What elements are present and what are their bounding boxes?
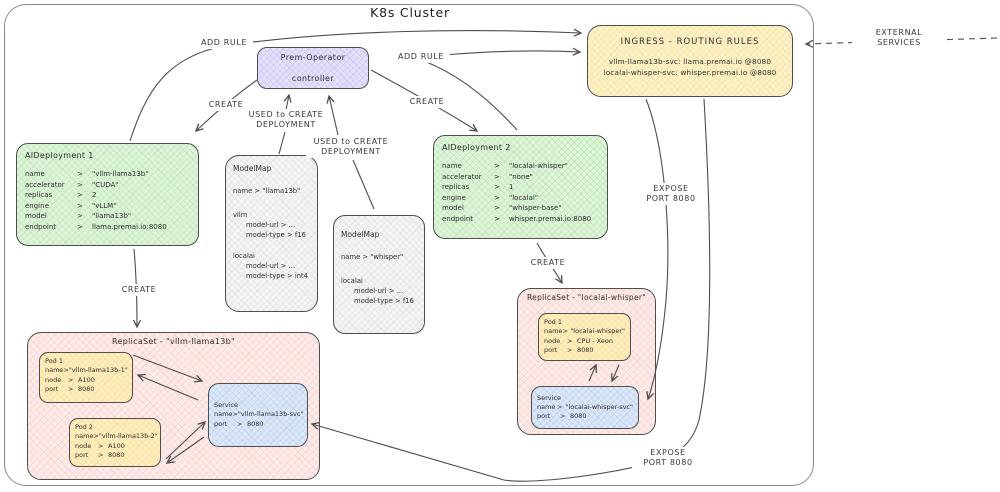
property-row: endpoint>llama.premai.io:8080 [25, 222, 167, 231]
ingress-title: INGRESS - ROUTING RULES [620, 37, 760, 47]
aideployment-2-box: AIDeployment 2 name>"localai-whisper" ac… [433, 135, 608, 239]
label-expose-port-1: EXPOSE PORT 8080 [637, 183, 705, 205]
section-line: model-type > f16 [354, 297, 414, 305]
prem-operator-box: Prem-Operator controller [257, 47, 369, 89]
property-row: node>A100 [75, 441, 125, 450]
section-line: model-type > f16 [246, 231, 306, 239]
section-header: vllm [233, 211, 248, 219]
label-expose-port-2: EXPOSE PORT 8080 [632, 447, 704, 469]
ingress-rule-1: vllm-llama13b-svc: llama.premai.io @8080 [608, 57, 772, 66]
aideployment-1-title: AIDeployment 1 [25, 151, 94, 160]
modelmap-name-line: name > "whisper" [341, 253, 404, 261]
property-row: model>"llama13b" [25, 212, 132, 220]
label-create-rs2: CREATE [524, 257, 572, 269]
label-used-to-create-2: USED to CREATE DEPLOYMENT [306, 136, 396, 158]
property-row: port>8080 [75, 450, 125, 459]
modelmap-llama-box: ModelMap name > "llama13b" vllm model-ur… [225, 155, 318, 312]
modelmap-whisper-box: ModelMap name > "whisper" localai model-… [333, 215, 425, 334]
modelmap-section: localai model-url > ... model-type > f16 [341, 276, 417, 306]
service-vllm-box: Service name>"vllm-llama13b-svc" port>80… [208, 383, 308, 447]
property-row: name>"vllm-llama13b-2" [75, 432, 158, 441]
modelmap-title: ModelMap [341, 230, 380, 239]
property-row: accelerator>"none" [442, 172, 533, 181]
property-row: replicas>2 [25, 191, 97, 199]
diagram-title: K8s Cluster [370, 5, 450, 20]
section-line: model-url > ... [246, 262, 296, 270]
property-row: name>"localai-whisper" [442, 162, 568, 170]
service-localai-box: Service name>"localai-whisper-svc" port>… [531, 386, 639, 429]
property-row: name>"vllm-llama13b-svc" [214, 410, 304, 419]
pod-vllm-2-box: Pod 2 name>"vllm-llama13b-2" node>A100 p… [69, 418, 161, 467]
section-header: localai [341, 277, 363, 285]
replicaset-vllm-title: ReplicaSet - "vllm-llama13b" [112, 337, 235, 346]
property-row: replicas>1 [442, 183, 514, 191]
modelmap-name-line: name > "llama13b" [233, 187, 301, 195]
pod-vllm-1-box: Pod 1 name>"vllm-llama13b-1" node>A100 p… [39, 352, 133, 403]
property-row: port>8080 [45, 384, 95, 393]
pod-title: Pod 1 [544, 318, 562, 326]
pod-title: Pod 2 [75, 423, 93, 431]
ingress-rule-2: localai-whisper-svc: whisper.premai.io @… [603, 68, 777, 77]
label-external-services: EXTERNAL SERVICES [852, 27, 946, 49]
modelmap-section: vllm model-url > ... model-type > f16 [233, 210, 310, 240]
property-row: name>"vllm-llama13b-1" [45, 366, 128, 375]
modelmap-title: ModelMap [233, 164, 272, 173]
property-row: port>8080 [214, 419, 264, 428]
property-row: accelerator>"CUDA" [25, 180, 119, 189]
aideployment-1-box: AIDeployment 1 name>"vllm-llama13b" acce… [16, 143, 199, 246]
property-row: node>A100 [45, 375, 95, 384]
property-row: name>"localai-whisper-svc" [537, 402, 633, 411]
section-header: localai [233, 252, 255, 260]
label-add-rule-2: ADD RULE [392, 51, 450, 63]
property-row: engine>"localai" [442, 193, 538, 202]
replicaset-localai-title: ReplicaSet - "localai-whisper" [526, 293, 647, 302]
pod-localai-box: Pod 1 name>"localai-whisper" node>CPU - … [538, 313, 631, 361]
property-row: port>8080 [537, 412, 587, 421]
replicaset-vllm-box: ReplicaSet - "vllm-llama13b" Pod 1 name>… [27, 332, 320, 480]
property-row: name>"vllm-llama13b" [25, 170, 149, 178]
section-line: model-url > ... [354, 287, 404, 295]
label-used-to-create-1: USED to CREATE DEPLOYMENT [241, 109, 331, 131]
label-add-rule-1: ADD RULE [195, 37, 253, 49]
prem-operator-title: Prem-Operator [280, 53, 346, 62]
property-row: name>"localai-whisper" [544, 327, 625, 336]
property-row: port>8080 [544, 345, 594, 354]
property-row: node>CPU - Xeon [544, 336, 613, 345]
section-line: model-url > ... [246, 221, 296, 229]
replicaset-localai-box: ReplicaSet - "localai-whisper" Pod 1 nam… [517, 288, 656, 435]
label-create-rs1: CREATE [115, 284, 163, 296]
modelmap-section: localai model-url > ... model-type > int… [233, 251, 310, 281]
property-row: endpoint>whisper.premai.io:8080 [442, 214, 592, 223]
prem-operator-subtitle: controller [291, 74, 335, 83]
property-row: model>"whisper-base" [442, 204, 562, 212]
label-create-aid2: CREATE [403, 96, 451, 108]
property-row: engine>"vLLM" [25, 201, 117, 210]
section-line: model-type > int4 [246, 272, 309, 280]
service-title: Service [214, 401, 239, 410]
service-title: Service [537, 393, 562, 402]
ingress-box: INGRESS - ROUTING RULES vllm-llama13b-sv… [587, 25, 793, 97]
pod-title: Pod 1 [45, 357, 63, 365]
aideployment-2-title: AIDeployment 2 [442, 143, 511, 152]
